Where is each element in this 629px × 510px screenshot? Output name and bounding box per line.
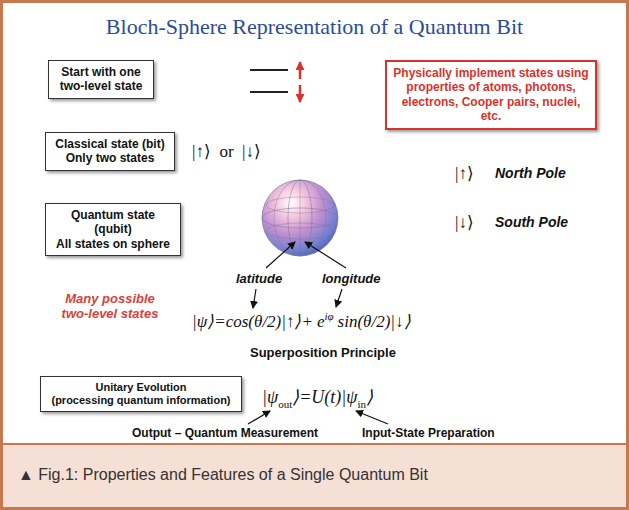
note-box: Physically implement states using proper… [385,60,597,130]
leader-arrows [248,242,388,424]
state-notation: |↑⟩ [455,163,474,184]
formula-subscript: in [357,398,366,410]
pole-label: South Pole [495,214,568,230]
annotation-label: Output – Quantum Measurement [132,426,318,440]
principle-label: Superposition Principle [250,345,396,360]
process-box: Start with one two-level state [48,60,154,99]
formula-part: |ψ⟩=cos(θ/2)|↑⟩+ [192,312,313,331]
box-text: Quantum state (qubit) [52,208,174,237]
angle-label: longitude [322,271,381,286]
box-text: (processing quantum information) [47,394,235,407]
box-text: Only two states [52,151,168,165]
annotation-label: Input-State Preparation [362,426,495,440]
formula-subscript: out [278,398,292,410]
formula: |ψ⟩=cos(θ/2)|↑⟩+eiφ sin(θ/2)|↓⟩ [192,310,411,332]
formula-part: |ψ [262,387,278,407]
formula-part: e [317,312,325,331]
energy-levels [250,62,300,102]
box-text: Unitary Evolution [47,381,235,394]
box-text: All states on sphere [52,237,174,251]
formula-superscript: iφ [324,310,333,322]
note-text: Many possible two-level states [60,292,160,322]
process-box: Unitary Evolution(processing quantum inf… [40,376,242,412]
box-text: Physically implement states using proper… [393,66,589,124]
process-box: Quantum state (qubit)All states on spher… [45,203,181,256]
figure-title: Bloch-Sphere Representation of a Quantum… [0,14,629,40]
pole-label: North Pole [495,165,566,181]
process-box: Classical state (bit)Only two states [45,132,175,171]
formula-part: sin(θ/2)|↓⟩ [338,312,411,331]
state-notation: |↑⟩ or |↓⟩ [192,141,261,162]
formula: |ψout⟩=U(t)|ψin⟩ [262,386,373,410]
formula-part: ⟩=U(t)|ψ [292,387,357,407]
formula-part: ⟩ [366,387,373,407]
state-notation: |↓⟩ [455,212,474,233]
figure-caption: ▲ Fig.1: Properties and Features of a Si… [18,466,428,484]
bloch-sphere [262,180,338,256]
box-text: Classical state (bit) [52,137,168,151]
box-text: Start with one two-level state [55,65,147,94]
angle-label: latitude [236,271,282,286]
